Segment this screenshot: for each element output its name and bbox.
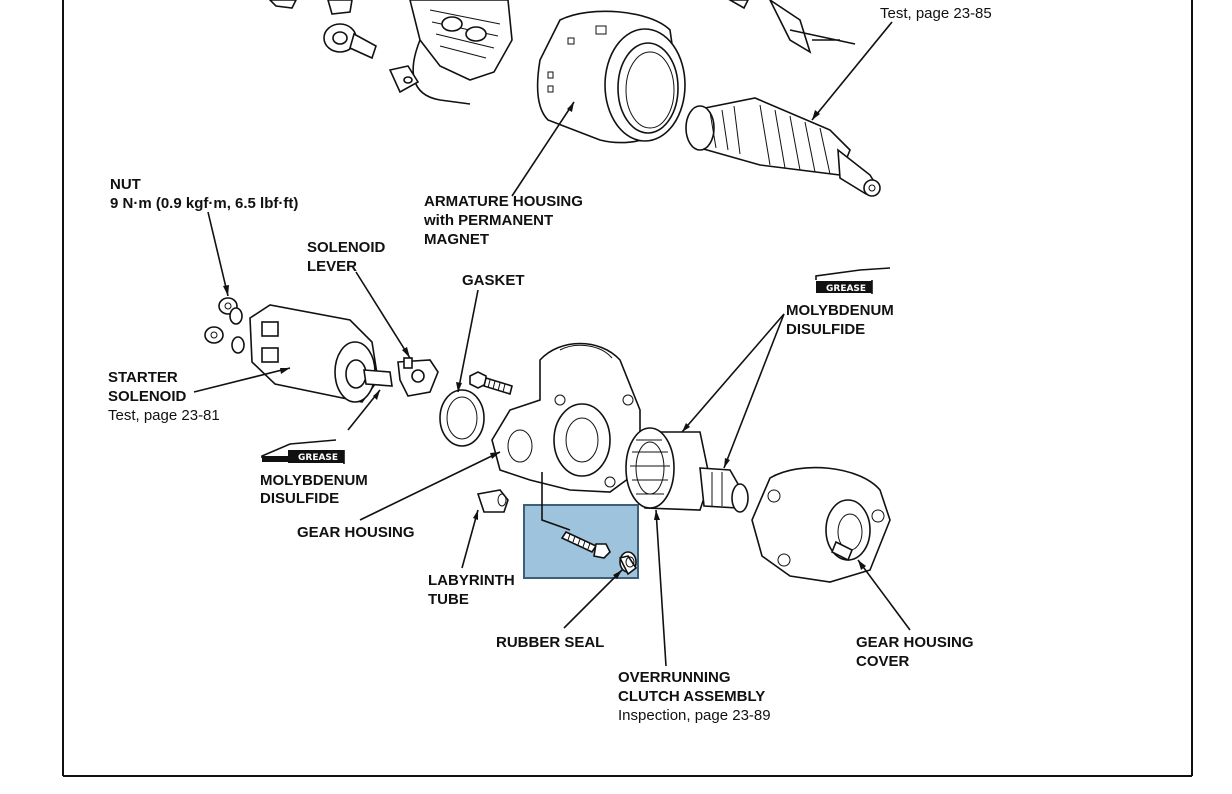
label-starter-solenoid-test: Test, page 23-81 bbox=[108, 407, 220, 424]
gear-housing-part bbox=[491, 342, 641, 493]
armature-housing-part bbox=[536, 10, 686, 144]
label-gear-housing: GEAR HOUSING bbox=[297, 524, 415, 541]
top-right-part bbox=[728, 0, 856, 54]
labyrinth-tube-part bbox=[476, 489, 509, 513]
nut-washer-parts bbox=[204, 297, 245, 354]
label-gear-cover-line2: COVER bbox=[856, 653, 910, 670]
label-nut-title: NUT bbox=[110, 176, 141, 193]
starter-solenoid-part bbox=[249, 304, 393, 403]
brush-holder-part bbox=[268, 0, 513, 105]
gasket-part bbox=[439, 389, 485, 447]
overrunning-clutch-part bbox=[625, 427, 749, 513]
label-gear-cover-line1: GEAR HOUSING bbox=[856, 634, 974, 651]
grease-badge-right: GREASE bbox=[815, 267, 891, 294]
label-moly-left-line2: DISULFIDE bbox=[260, 490, 339, 507]
label-armature-line1: ARMATURE HOUSING bbox=[424, 193, 583, 210]
label-solenoid-lever-line2: LEVER bbox=[307, 258, 357, 275]
label-starter-solenoid-line1: STARTER bbox=[108, 369, 178, 386]
label-nut-torque: 9 N·m (0.9 kgf·m, 6.5 lbf·ft) bbox=[110, 195, 298, 212]
label-overrunning-line2: CLUTCH ASSEMBLY bbox=[618, 688, 765, 705]
label-moly-left-line1: MOLYBDENUM bbox=[260, 472, 368, 489]
label-armature-line2: with PERMANENT bbox=[423, 212, 553, 229]
grease-label-left: GREASE bbox=[298, 453, 338, 463]
label-labyrinth-line2: TUBE bbox=[428, 591, 469, 608]
label-moly-right-line1: MOLYBDENUM bbox=[786, 302, 894, 319]
rubber-seal-part bbox=[618, 551, 638, 576]
label-test-page-top: Test, page 23-85 bbox=[880, 5, 992, 22]
label-overrunning-inspection: Inspection, page 23-89 bbox=[618, 707, 771, 724]
label-labyrinth-line1: LABYRINTH bbox=[428, 572, 515, 589]
leader-lines bbox=[193, 21, 911, 667]
label-moly-right-line2: DISULFIDE bbox=[786, 321, 865, 338]
armature-part bbox=[685, 97, 881, 197]
bolt-part bbox=[469, 371, 513, 396]
solenoid-lever-part bbox=[397, 357, 439, 397]
grease-badge-left: GREASE bbox=[261, 439, 345, 464]
grease-label-right: GREASE bbox=[826, 284, 866, 294]
label-rubber-seal: RUBBER SEAL bbox=[496, 634, 604, 651]
through-bolt-part bbox=[541, 472, 611, 559]
label-solenoid-lever-line1: SOLENOID bbox=[307, 239, 386, 256]
label-armature-line3: MAGNET bbox=[424, 231, 489, 248]
label-starter-solenoid-line2: SOLENOID bbox=[108, 388, 187, 405]
label-gasket: GASKET bbox=[462, 272, 525, 289]
label-overrunning-line1: OVERRUNNING bbox=[618, 669, 731, 686]
gear-housing-cover-part bbox=[751, 466, 891, 583]
